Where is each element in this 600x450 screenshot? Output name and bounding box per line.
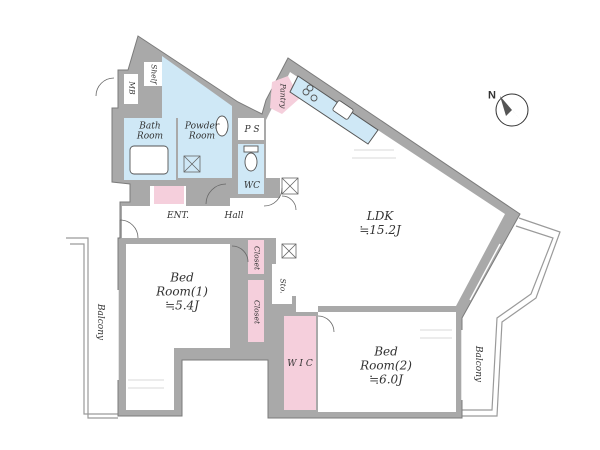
powder-room-floor bbox=[162, 56, 232, 178]
stove-burner-icon bbox=[310, 94, 318, 102]
kitchen-counter bbox=[289, 75, 379, 145]
duct-icon bbox=[281, 243, 297, 259]
bed1-floor bbox=[126, 244, 230, 348]
stove-burner-icon bbox=[302, 88, 310, 96]
bathtub-icon bbox=[129, 145, 169, 175]
stove-burner-icon bbox=[306, 84, 314, 92]
washbasin-icon bbox=[215, 115, 229, 137]
duct-icon bbox=[281, 177, 299, 195]
mb-closet bbox=[124, 74, 138, 104]
toilet-icon bbox=[243, 145, 259, 172]
ps-space bbox=[238, 118, 264, 140]
ent-storage bbox=[154, 186, 184, 204]
door-swings bbox=[95, 77, 335, 333]
balcony-right bbox=[460, 217, 561, 417]
shelf bbox=[144, 62, 162, 86]
north-arrow-icon bbox=[495, 93, 529, 127]
sto-floor bbox=[272, 264, 292, 304]
bed1-floor-ext bbox=[126, 348, 174, 410]
sink-icon bbox=[332, 100, 354, 120]
balcony-left bbox=[66, 237, 118, 419]
washer-space-icon bbox=[183, 155, 201, 173]
bed2-floor bbox=[318, 312, 456, 412]
ldk-floor bbox=[264, 72, 505, 312]
wic-floor bbox=[284, 316, 316, 410]
hall-floor-2 bbox=[230, 198, 276, 238]
floor-hatching bbox=[128, 149, 452, 389]
pantry-floor bbox=[270, 76, 300, 114]
closet-top-floor bbox=[248, 240, 264, 274]
closet-bottom-floor bbox=[248, 280, 264, 342]
windows bbox=[117, 243, 501, 400]
